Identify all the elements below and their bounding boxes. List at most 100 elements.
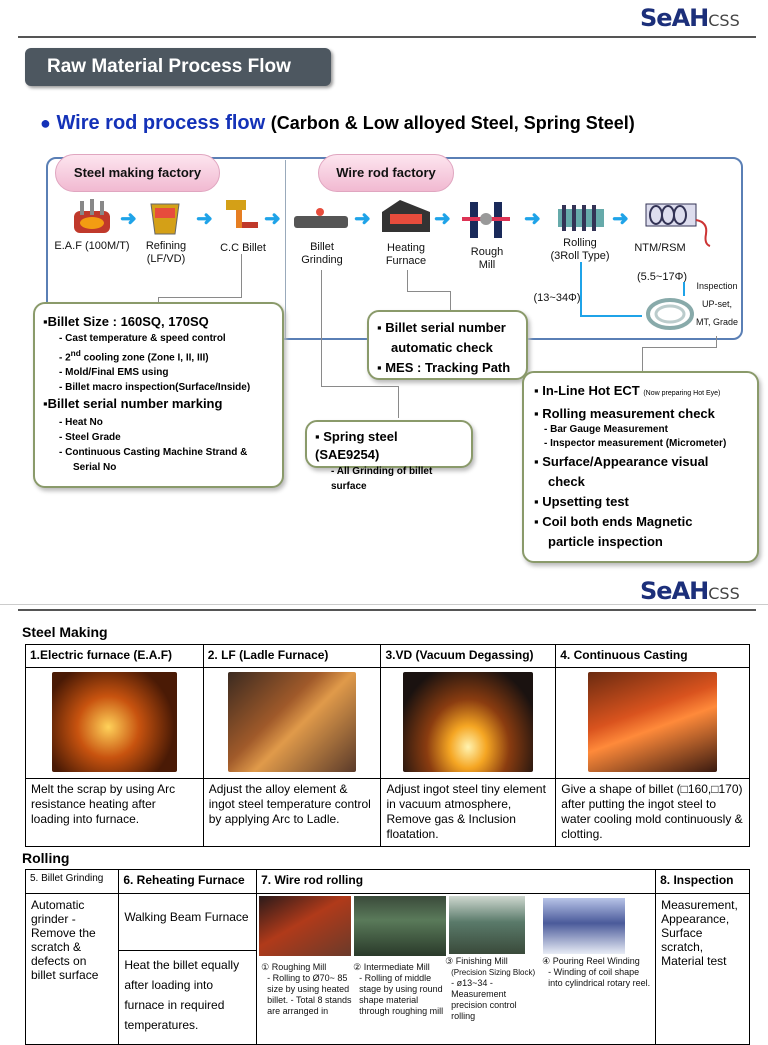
connector-line: [407, 291, 451, 292]
flow-arrow: ➜: [196, 208, 213, 230]
factory-divider: [285, 160, 286, 338]
grinding-label-1: Billet: [310, 241, 334, 253]
mill-step-title: ① Roughing Mill: [261, 962, 327, 972]
section-heading: ● Wire rod process flow (Carbon & Low al…: [40, 112, 635, 134]
inspect-line: ▪ In-Line Hot ECT: [534, 383, 640, 398]
serial-line: automatic check: [391, 340, 493, 355]
mill-step-desc: - Rolling of middle stage by using round…: [359, 973, 444, 1016]
refining-label-2: (LF/VD): [146, 253, 186, 265]
mill-step: ④ Pouring Reel Winding - Winding of coil…: [542, 956, 654, 989]
size-large-label: (13~34Φ): [533, 292, 581, 304]
inspect-line: ▪ Upsetting test: [534, 494, 629, 509]
caster-icon: [226, 200, 258, 228]
heading-main: Wire rod process flow: [56, 112, 266, 134]
intermediate-mill-photo: [354, 896, 447, 956]
connector-line: [321, 270, 322, 386]
refining-label: Refining(LF/VD): [136, 240, 196, 266]
rolling-label-1: Rolling: [563, 237, 597, 249]
connector-line: [158, 297, 242, 298]
coil-conveyor-icon: [645, 203, 711, 247]
connector-line: [241, 254, 242, 298]
heading-sub: (Carbon & Low alloyed Steel, Spring Stee…: [270, 113, 635, 133]
cc-billet-label: C.C Billet: [220, 242, 266, 254]
eaf-photo: [52, 672, 177, 772]
mill-step-desc: - Rolling to Ø70~ 85 size by using heate…: [267, 973, 352, 1016]
refining-label-1: Refining: [145, 240, 187, 252]
billet-item: - Billet macro inspection(Surface/Inside…: [59, 382, 251, 394]
rolling-label-2: (3Roll Type): [550, 250, 610, 262]
spring-line: - All Grinding of billet surface: [331, 466, 433, 492]
steel-making-factory-label: Steel making factory: [55, 154, 220, 192]
connector-line: [158, 297, 159, 305]
connector-line: [642, 347, 717, 348]
wire-rod-factory-label: Wire rod factory: [318, 154, 454, 192]
connector-line: [580, 315, 642, 317]
billet-marking-heading: ▪Billet serial number marking: [43, 396, 223, 412]
mill-step-subtitle: (Precision Sizing Block): [451, 968, 536, 977]
rolling-title: Rolling: [22, 850, 70, 866]
connector-line: [716, 336, 717, 348]
mill-step-desc: - ø13~34 - Measurement precision control…: [451, 978, 517, 1021]
inspect-note: (Now preparing Hot Eye): [643, 390, 721, 397]
header-rule: [18, 36, 756, 38]
grinding-icon: [294, 208, 348, 228]
rough-label-2: Mill: [478, 259, 496, 271]
rolling-table: 5. Billet Grinding 6. Reheating Furnace …: [24, 869, 750, 1045]
logo-brand: SeAH: [640, 577, 709, 605]
lf-photo: [227, 672, 357, 772]
serial-line: ▪ Billet serial number: [377, 320, 506, 335]
table-header: 6. Reheating Furnace: [118, 869, 258, 894]
wire-coil-icon: [646, 298, 694, 330]
insp-note-2: UP-set,: [701, 299, 732, 309]
eaf-icon: [74, 199, 110, 233]
connector-line: [642, 347, 643, 371]
logo-suffix: CSS: [708, 584, 740, 603]
billet-item: - Cast temperature & speed control: [59, 333, 226, 344]
connector-line: [407, 270, 408, 292]
table-header: 4. Continuous Casting: [555, 644, 750, 668]
inspect-line: ▪ Rolling measurement check: [534, 406, 715, 421]
heating-label-2: Furnace: [385, 255, 427, 267]
ladle-icon: [150, 203, 180, 235]
billet-callout: ▪Billet Size : 160SQ, 170SQ - Cast tempe…: [33, 302, 284, 488]
inspect-line: particle inspection: [548, 534, 663, 549]
rough-label-1: Rough: [470, 246, 504, 258]
inspect-line: check: [548, 474, 585, 489]
serial-callout: ▪ Billet serial number automatic check ▪…: [367, 310, 528, 380]
table-header: 5. Billet Grinding: [24, 869, 120, 894]
table-cell: Adjust the alloy element & ingot steel t…: [202, 778, 382, 847]
table-cell: Measurement, Appearance, Surface scratch…: [655, 893, 750, 1045]
steel-making-table: 1.Electric furnace (E.A.F) 2. LF (Ladle …: [25, 644, 750, 847]
mill-step-title: ③ Finishing Mill: [445, 956, 508, 966]
spring-callout: ▪ Spring steel (SAE9254) - All Grinding …: [305, 420, 473, 492]
mill-step-title: ④ Pouring Reel Winding: [542, 956, 640, 966]
connector-line: [398, 386, 399, 418]
connector-line: [683, 282, 685, 296]
mill-step: ② Intermediate Mill - Rolling of middle …: [353, 962, 445, 1017]
billet-item: - Steel Grade: [59, 432, 121, 444]
table-cell: Melt the scrap by using Arc resistance h…: [25, 778, 204, 847]
flow-arrow: ➜: [434, 208, 451, 230]
header-rule: [18, 609, 756, 611]
inspect-line: ▪ Coil both ends Magnetic: [534, 514, 693, 529]
billet-item: Serial No: [73, 462, 117, 474]
page-break: [0, 604, 768, 605]
flow-arrow: ➜: [612, 208, 629, 230]
roughing-mill-photo: [259, 896, 352, 956]
table-cell: Walking Beam Furnace: [118, 893, 258, 951]
finishing-mill-photo: [449, 896, 526, 954]
rough-mill-icon: [462, 202, 510, 238]
grinding-label-2: Grinding: [301, 254, 343, 266]
serial-line: ▪ MES : Tracking Path: [377, 360, 511, 375]
insp-note-1: Inspection: [696, 281, 738, 291]
eaf-label: E.A.F (100M/T): [54, 240, 130, 252]
ntm-label: NTM/RSM: [634, 242, 686, 254]
connector-line: [450, 291, 451, 311]
vd-photo: [403, 672, 534, 772]
mill-step: ③ Finishing Mill (Precision Sizing Block…: [445, 956, 541, 1022]
size-small-label: (5.5~17Φ): [636, 271, 688, 283]
table-cell: Automatic grinder - Remove the scratch &…: [24, 893, 120, 1045]
billet-item: - 2nd cooling zone (Zone I, II, III): [59, 348, 209, 364]
